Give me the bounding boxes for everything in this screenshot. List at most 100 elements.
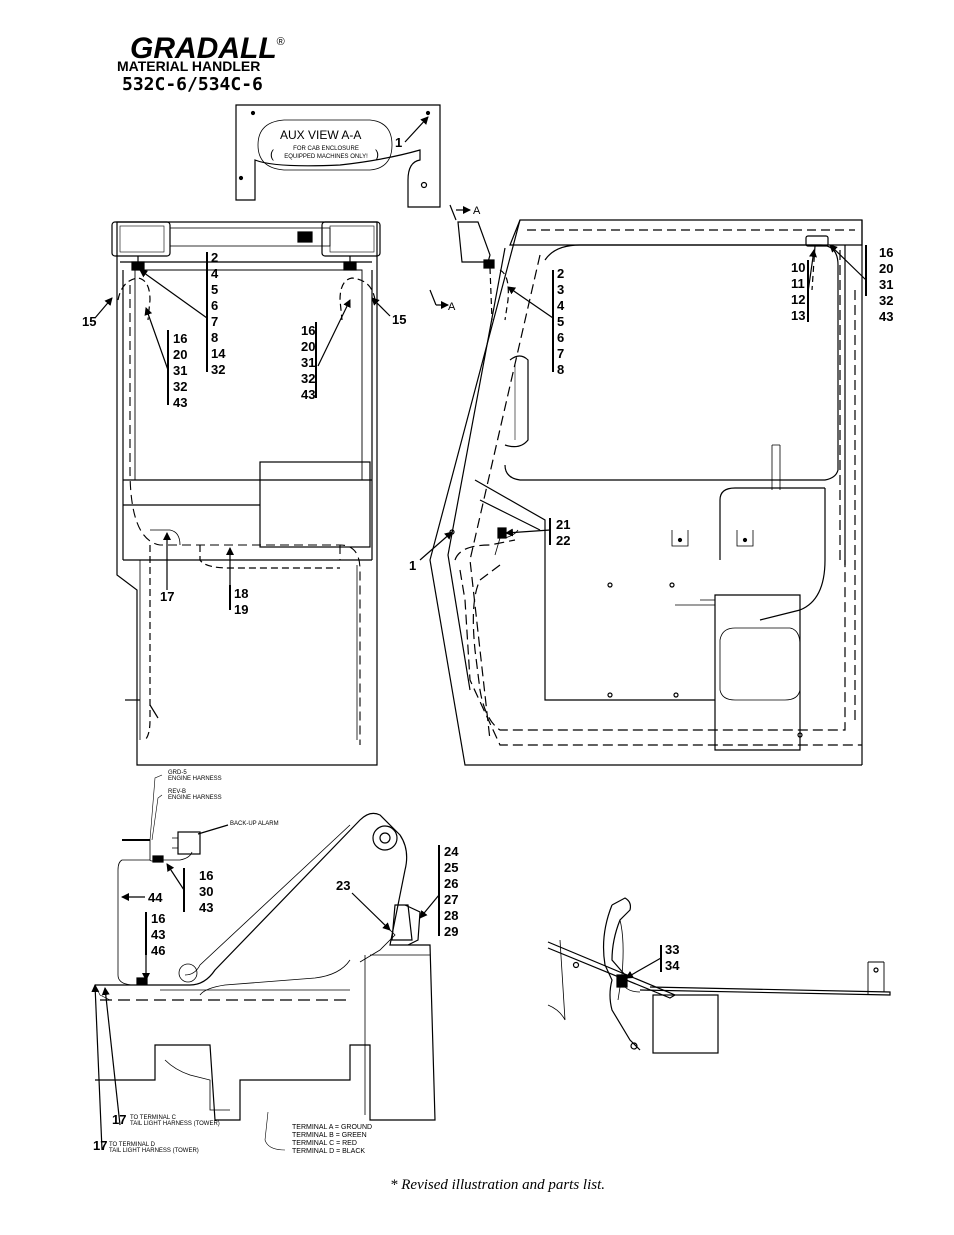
- terminal-legend-2: TERMINAL C = RED: [292, 1140, 357, 1147]
- revision-footnote: * Revised illustration and parts list.: [390, 1177, 606, 1193]
- svg-text:): ): [375, 147, 379, 161]
- boom-labels: GRD-5 ENGINE HARNESS REV-B ENGINE HARNES…: [168, 770, 279, 827]
- side-part-4: 6: [557, 330, 564, 345]
- front-view-cab: 15 15: [82, 221, 406, 766]
- front-harness-stack: 18 19: [234, 586, 248, 617]
- boom-lower-conn-stack: 16 43 46: [151, 911, 165, 958]
- callout-44: 44: [148, 890, 163, 905]
- side-part-6: 8: [557, 362, 564, 377]
- front-harness-1: 19: [234, 602, 248, 617]
- side-switch-0: 21: [556, 517, 570, 532]
- svg-text:(: (: [270, 147, 274, 161]
- callout-23: 23: [336, 878, 350, 893]
- tail-light-part-5: 29: [444, 924, 458, 939]
- boom-tower-view: [91, 774, 440, 1151]
- boom-upper-conn-1: 30: [199, 884, 213, 899]
- callout-15-right: 15: [392, 312, 406, 327]
- callout-17-terminal-c: 17: [112, 1112, 126, 1127]
- tail-light-parts-stack: 24 25 26 27 28 29: [444, 844, 459, 939]
- front-left-conn-0: 16: [173, 331, 187, 346]
- callout-1-aux: 1: [395, 135, 402, 150]
- aux-view-panel: AUX VIEW A-A ( ) FOR CAB ENCLOSURE EQUIP…: [235, 104, 441, 208]
- pedal-switch-view: [547, 897, 891, 1054]
- side-top-right-3: 32: [879, 293, 893, 308]
- rev-label-1: REV-B: [168, 789, 186, 795]
- boom-lower-conn-2: 46: [151, 943, 165, 958]
- grd-label-2: ENGINE HARNESS: [168, 776, 222, 782]
- side-top-right-0: 16: [879, 245, 893, 260]
- front-part-3: 6: [211, 298, 218, 313]
- side-top-right-stack: 16 20 31 32 43: [879, 245, 893, 324]
- terminal-d-label-2: TAIL LIGHT HARNESS (TOWER): [109, 1148, 199, 1154]
- grd-label-1: GRD-5: [168, 770, 187, 776]
- terminal-legend-0: TERMINAL A = GROUND: [292, 1124, 372, 1131]
- boom-lower-conn-1: 43: [151, 927, 165, 942]
- aux-view-note-2: EQUIPPED MACHINES ONLY!: [284, 154, 368, 160]
- side-view-cab: [419, 219, 867, 766]
- model-number-title: 532C-6/534C-6: [122, 74, 263, 95]
- front-right-conn-4: 43: [301, 387, 315, 402]
- terminal-d-label-1: TO TERMINAL D: [109, 1142, 156, 1148]
- front-left-conn-1: 20: [173, 347, 187, 362]
- front-part-1: 4: [211, 266, 219, 281]
- front-left-connector-stack: 16 20 31 32 43: [173, 331, 187, 410]
- side-part-5: 7: [557, 346, 564, 361]
- front-part-7: 32: [211, 362, 225, 377]
- pedal-switch-1: 34: [665, 958, 680, 973]
- side-top-mid-0: 10: [791, 260, 805, 275]
- machine-type-title: MATERIAL HANDLER: [117, 58, 261, 74]
- boom-upper-conn-stack: 16 30 43: [199, 868, 213, 915]
- front-light-parts-stack: 2 4 5 6 7 8 14 32: [211, 250, 226, 377]
- side-top-mid-2: 12: [791, 292, 805, 307]
- front-right-conn-3: 32: [301, 371, 315, 386]
- side-top-right-1: 20: [879, 261, 893, 276]
- aux-view-note-1: FOR CAB ENCLOSURE: [293, 146, 359, 152]
- callout-17-terminal-d: 17: [93, 1138, 107, 1153]
- terminal-legend-3: TERMINAL D = BLACK: [292, 1148, 365, 1155]
- boom-lower-conn-0: 16: [151, 911, 165, 926]
- side-part-1: 3: [557, 282, 564, 297]
- terminal-c-label-2: TAIL LIGHT HARNESS (TOWER): [130, 1121, 220, 1127]
- tail-light-part-4: 28: [444, 908, 458, 923]
- tail-light-part-3: 27: [444, 892, 458, 907]
- front-part-0: 2: [211, 250, 218, 265]
- side-top-right-2: 31: [879, 277, 893, 292]
- terminal-legend: TERMINAL A = GROUND TERMINAL B = GREEN T…: [292, 1124, 372, 1155]
- callout-15-left: 15: [82, 314, 96, 329]
- tail-light-part-2: 26: [444, 876, 458, 891]
- side-top-right-4: 43: [879, 309, 893, 324]
- registered-mark: ®: [276, 36, 285, 48]
- terminal-callouts: 17 TO TERMINAL C TAIL LIGHT HARNESS (TOW…: [93, 1112, 220, 1154]
- terminal-c-label-1: TO TERMINAL C: [130, 1115, 177, 1121]
- front-right-conn-1: 20: [301, 339, 315, 354]
- front-right-conn-0: 16: [301, 323, 315, 338]
- rev-label-2: ENGINE HARNESS: [168, 795, 222, 801]
- side-light-parts-stack: 2 3 4 5 6 7 8: [557, 266, 565, 377]
- aux-view-title: AUX VIEW A-A: [280, 128, 361, 142]
- pedal-switch-0: 33: [665, 942, 679, 957]
- front-part-4: 7: [211, 314, 218, 329]
- side-top-mid-3: 13: [791, 308, 805, 323]
- front-part-6: 14: [211, 346, 226, 361]
- brand-name: GRADALL: [130, 32, 277, 65]
- section-marks: A A: [429, 205, 481, 313]
- front-harness-0: 18: [234, 586, 248, 601]
- side-part-0: 2: [557, 266, 564, 281]
- side-part-2: 4: [557, 298, 565, 313]
- front-part-2: 5: [211, 282, 218, 297]
- front-left-conn-3: 32: [173, 379, 187, 394]
- boom-upper-conn-2: 43: [199, 900, 213, 915]
- pedal-switch-stack: 33 34: [665, 942, 680, 973]
- side-switch-1: 22: [556, 533, 570, 548]
- boom-upper-conn-0: 16: [199, 868, 213, 883]
- front-part-5: 8: [211, 330, 218, 345]
- section-mark-upper: A: [473, 205, 481, 217]
- front-left-conn-2: 31: [173, 363, 187, 378]
- side-part-3: 5: [557, 314, 564, 329]
- side-switch-stack: 21 22: [556, 517, 570, 548]
- side-top-mid-stack: 10 11 12 13: [791, 260, 805, 323]
- backup-alarm-label: BACK-UP ALARM: [230, 821, 279, 827]
- callout-1-side: 1: [409, 558, 416, 573]
- brand-logo: GRADALL®: [130, 32, 285, 66]
